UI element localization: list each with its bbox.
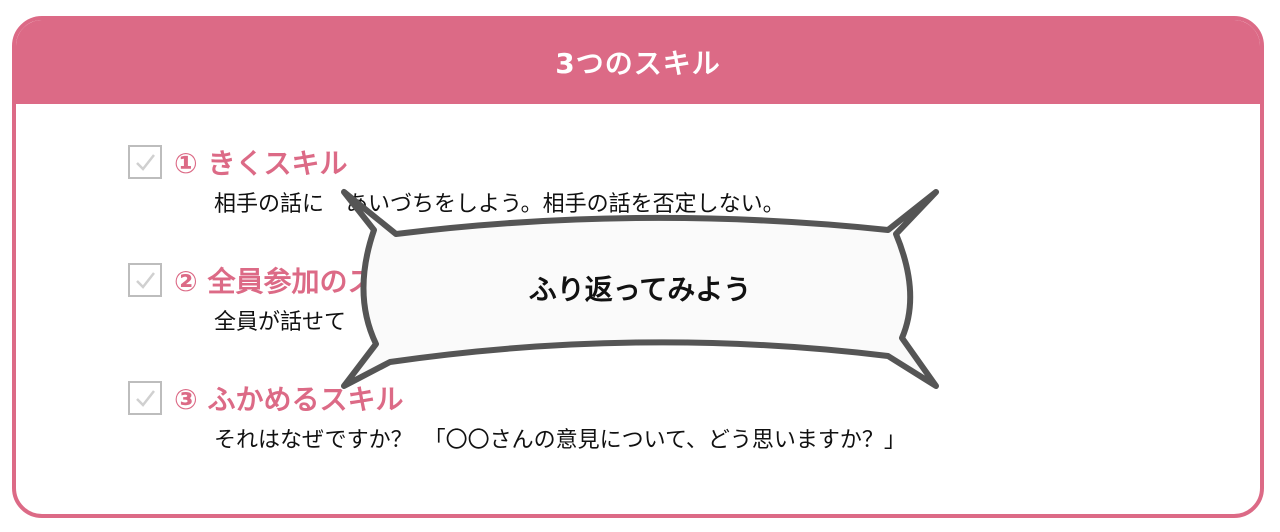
skill-description-3: それはなぜですか？ 「〇〇さんの意見について、どう思いますか？」 [214,428,906,453]
card-header: 3つのスキル [16,20,1260,104]
banner-shape [341,189,939,389]
skill-item-1: ① きくスキル 相手の話に あいづちをしよう。相手の話を否定しない。 [128,142,785,218]
card-title: 3つのスキル [555,47,721,80]
skill-title-1: ① きくスキル [174,147,348,180]
checkbox-skill-3[interactable] [128,381,162,415]
checkmark-icon [136,272,155,289]
checkmark-icon [136,390,155,407]
skill-title-3: ③ ふかめるスキル [174,383,404,416]
checkbox-skill-1[interactable] [128,145,162,179]
skill-description-1: 相手の話に あいづちをしよう。相手の話を否定しない。 [214,192,785,217]
skills-card: 3つのスキル [12,16,1264,518]
checkbox-skill-2[interactable] [128,263,162,297]
checkmark-icon [136,154,155,171]
reflection-banner[interactable] [336,184,944,394]
skill-item-3: ③ ふかめるスキル それはなぜですか？ 「〇〇さんの意見について、どう思いますか… [128,378,906,454]
banner-label: ふり返ってみよう [528,273,752,306]
